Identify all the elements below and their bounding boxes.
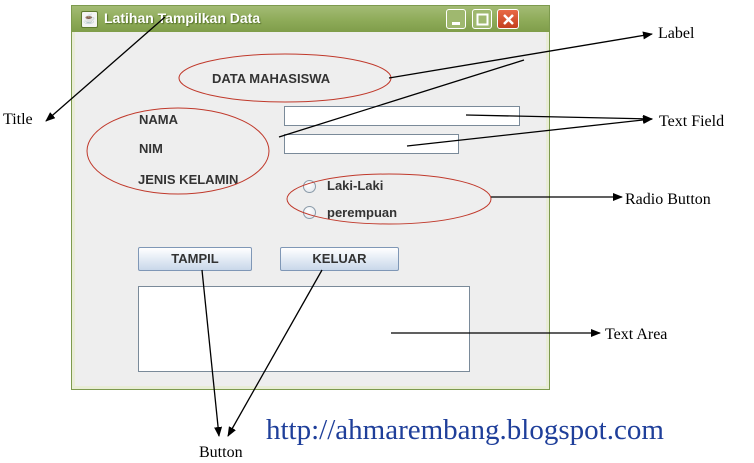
jenis-kelamin-label: JENIS KELAMIN	[138, 172, 239, 187]
close-button[interactable]	[497, 9, 519, 29]
annotation-radio-button: Radio Button	[625, 191, 711, 208]
java-cup-icon: ☕	[81, 11, 98, 28]
window-title: Latihan Tampilkan Data	[104, 10, 261, 26]
minimize-icon	[452, 22, 460, 25]
annotation-label: Label	[658, 25, 695, 42]
nama-label: NAMA	[139, 112, 178, 127]
maximize-icon	[476, 13, 489, 26]
close-icon	[503, 14, 514, 25]
keluar-button[interactable]: KELUAR	[280, 247, 399, 271]
annotation-text-field: Text Field	[659, 113, 725, 130]
minimize-button[interactable]	[446, 9, 466, 29]
annotation-button: Button	[199, 444, 243, 461]
output-textarea[interactable]	[138, 286, 470, 372]
blog-url: http://ahmarembang.blogspot.com	[266, 414, 664, 446]
nim-label: NIM	[139, 141, 163, 156]
radio-perempuan[interactable]	[303, 206, 316, 219]
annotation-title: Title	[3, 111, 33, 128]
radio-laki-laki[interactable]	[303, 180, 316, 193]
nim-input[interactable]	[284, 134, 459, 154]
radio-perempuan-label[interactable]: perempuan	[327, 205, 398, 220]
maximize-button[interactable]	[472, 9, 492, 29]
heading-label: DATA MAHASISWA	[212, 71, 331, 86]
annotation-text-area: Text Area	[605, 326, 668, 343]
nama-input[interactable]	[284, 106, 520, 126]
radio-laki-laki-label[interactable]: Laki-Laki	[327, 178, 384, 193]
title-bar[interactable]: ☕ Latihan Tampilkan Data	[72, 6, 549, 32]
tampil-button[interactable]: TAMPIL	[138, 247, 252, 271]
